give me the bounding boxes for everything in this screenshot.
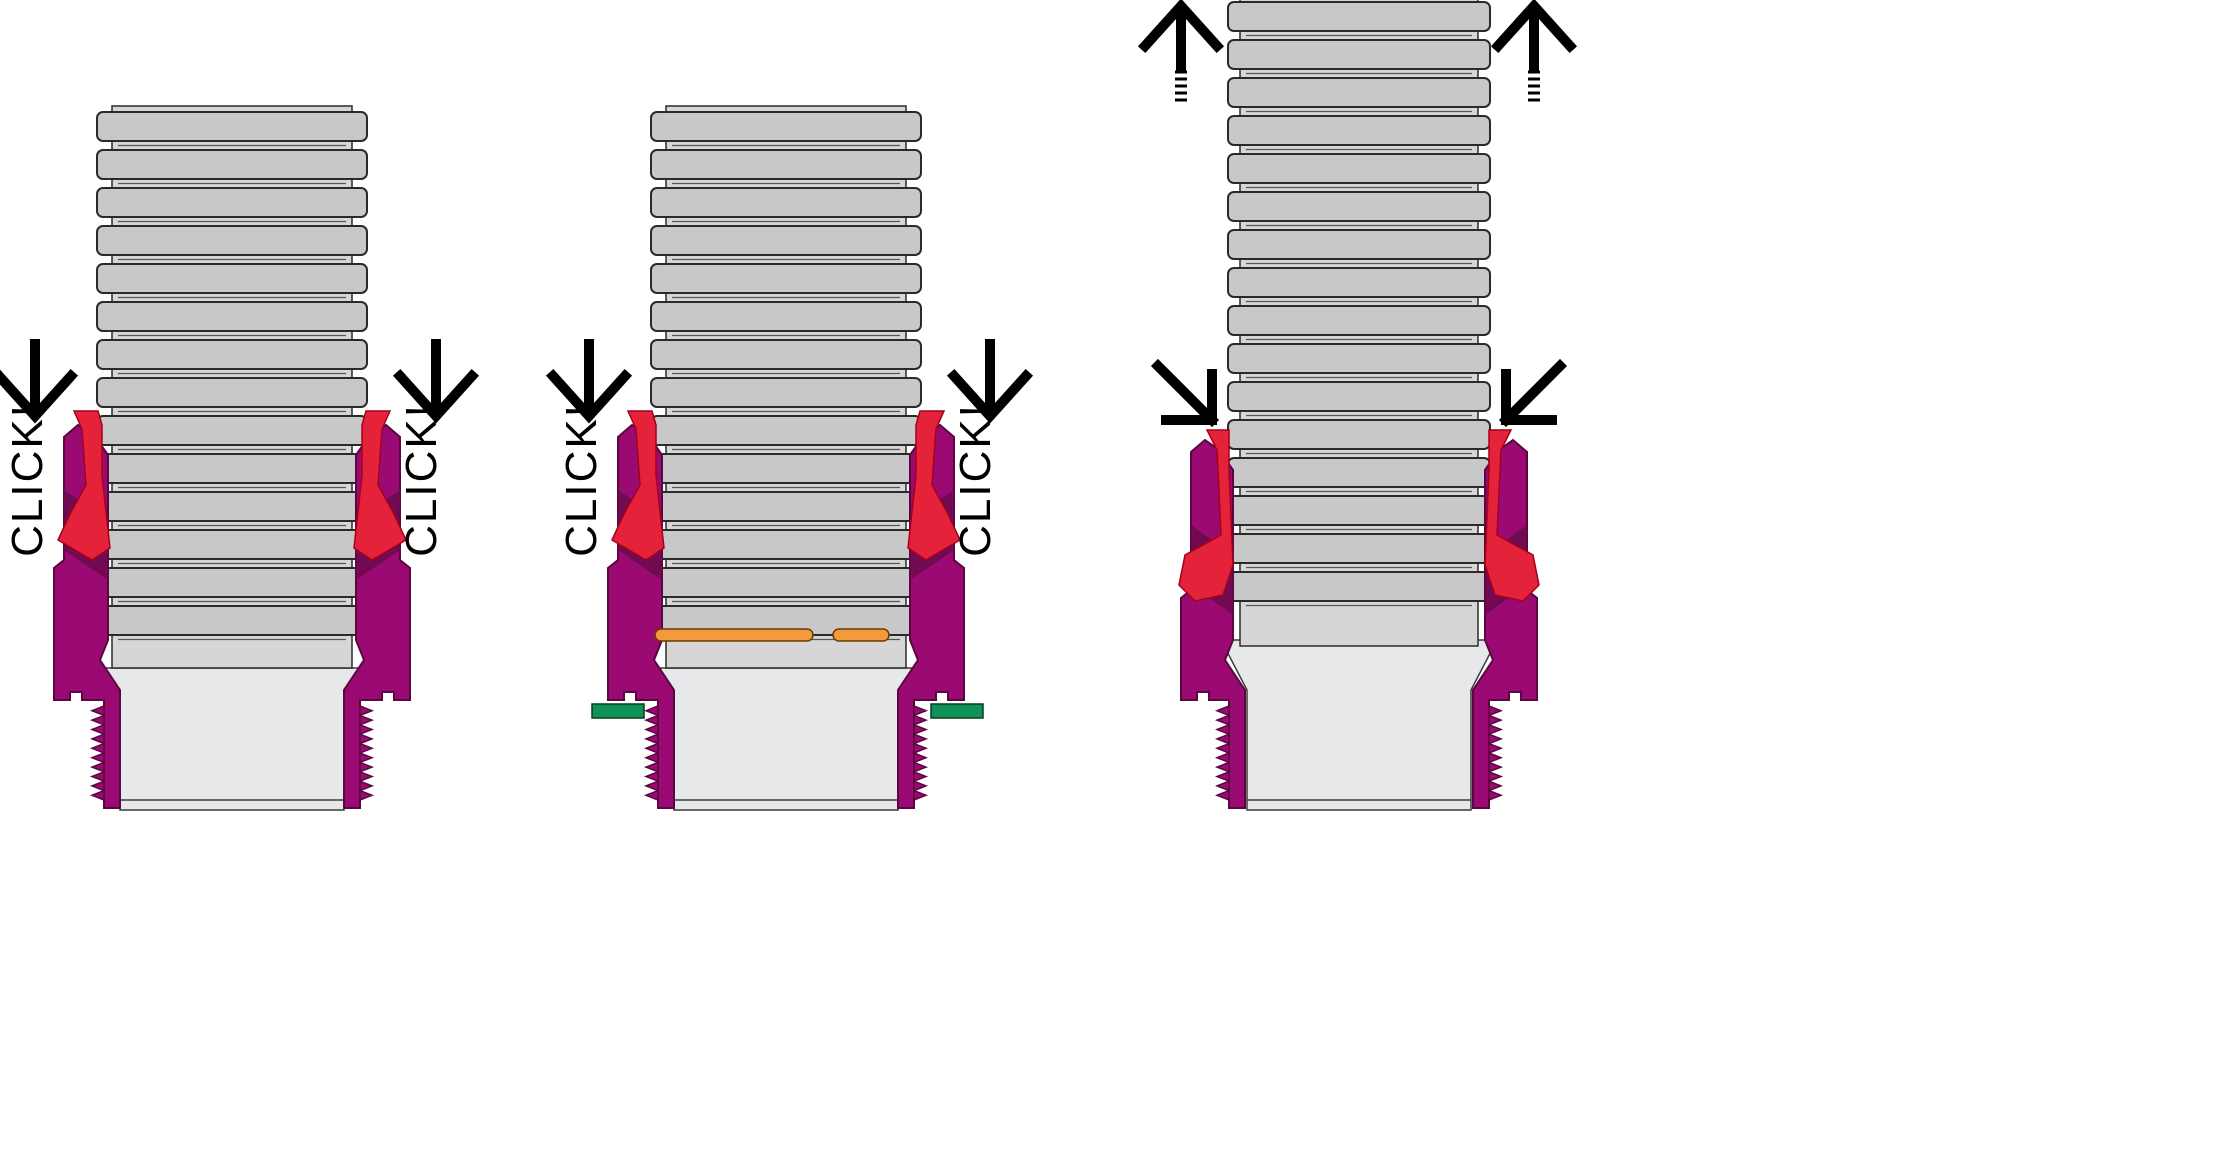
tube-ring — [1227, 571, 1491, 602]
click-label: CLICK! — [397, 403, 446, 557]
thread-teeth — [1214, 704, 1230, 802]
thread-teeth — [89, 704, 105, 802]
click-label: CLICK! — [557, 403, 606, 557]
tube-ring — [1227, 1, 1491, 32]
tube-ring — [650, 415, 922, 446]
tube-ring — [1227, 153, 1491, 184]
panel-step-3 — [1137, 0, 1578, 811]
panel-step-2: CLICK! CLICK! — [545, 105, 1034, 811]
thread-teeth — [1488, 704, 1504, 802]
tube-ring — [650, 453, 922, 484]
tube-ring — [1227, 267, 1491, 298]
tube-ring — [96, 111, 368, 142]
click-label: CLICK! — [951, 403, 1000, 557]
tube-ring — [650, 301, 922, 332]
tube-ring — [96, 339, 368, 370]
tube-ring — [96, 415, 368, 446]
seal-ring-right — [832, 628, 890, 642]
tube-ring — [650, 529, 922, 560]
locking-clip — [353, 410, 407, 561]
tube-ring — [96, 187, 368, 218]
locking-clip — [57, 410, 111, 561]
tube-ring — [1227, 115, 1491, 146]
tube-ring — [1227, 419, 1491, 450]
tube-ring — [96, 301, 368, 332]
tube-ring — [650, 339, 922, 370]
tube-ring — [650, 187, 922, 218]
tube-ring — [1227, 77, 1491, 108]
tube-ring — [1227, 533, 1491, 564]
click-label: CLICK! — [3, 403, 52, 557]
seal-ring-left — [654, 628, 814, 642]
stop-marker-left — [591, 703, 645, 719]
tube-ring — [96, 529, 368, 560]
tube-ring — [650, 225, 922, 256]
arrow-diagonal-icon — [1150, 358, 1220, 428]
arrow-up-icon — [1137, 0, 1225, 71]
locking-clip — [907, 410, 961, 561]
tube-ring — [96, 263, 368, 294]
tube-ring — [96, 377, 368, 408]
tube-ring — [650, 263, 922, 294]
tube-ring — [1227, 229, 1491, 260]
tube-ring — [650, 567, 922, 598]
tube-ring — [650, 149, 922, 180]
arrow-diagonal-icon — [1498, 358, 1568, 428]
tube-ring — [1227, 191, 1491, 222]
tube-ring — [96, 225, 368, 256]
tube-ring — [1227, 495, 1491, 526]
tube-ring — [96, 605, 368, 636]
tube-ring — [96, 453, 368, 484]
fitting-bore — [1219, 639, 1499, 811]
stop-marker-right — [930, 703, 984, 719]
tube-ring — [650, 111, 922, 142]
tube-ring — [1227, 39, 1491, 70]
tube-ring — [1227, 343, 1491, 374]
tube-ring — [96, 149, 368, 180]
fitting-bore — [92, 667, 372, 811]
thread-teeth — [913, 704, 929, 802]
tube-ring — [650, 377, 922, 408]
arrow-down-icon — [946, 339, 1034, 424]
tube-ring — [650, 491, 922, 522]
tube-ring — [96, 567, 368, 598]
arrow-down-icon — [545, 339, 633, 424]
arrow-up-icon — [1490, 0, 1578, 71]
tube-ring — [1227, 457, 1491, 488]
arrow-down-icon — [392, 339, 480, 424]
thread-teeth — [643, 704, 659, 802]
tube-ring — [96, 491, 368, 522]
locking-clip — [1484, 429, 1540, 602]
thread-teeth — [359, 704, 375, 802]
locking-clip — [611, 410, 665, 561]
tube-ring — [1227, 381, 1491, 412]
panel-step-1: CLICK! CLICK! — [0, 105, 480, 811]
arrow-down-icon — [0, 339, 79, 424]
locking-clip — [1178, 429, 1234, 602]
fitting-bore — [646, 667, 926, 811]
tube-ring — [1227, 305, 1491, 336]
